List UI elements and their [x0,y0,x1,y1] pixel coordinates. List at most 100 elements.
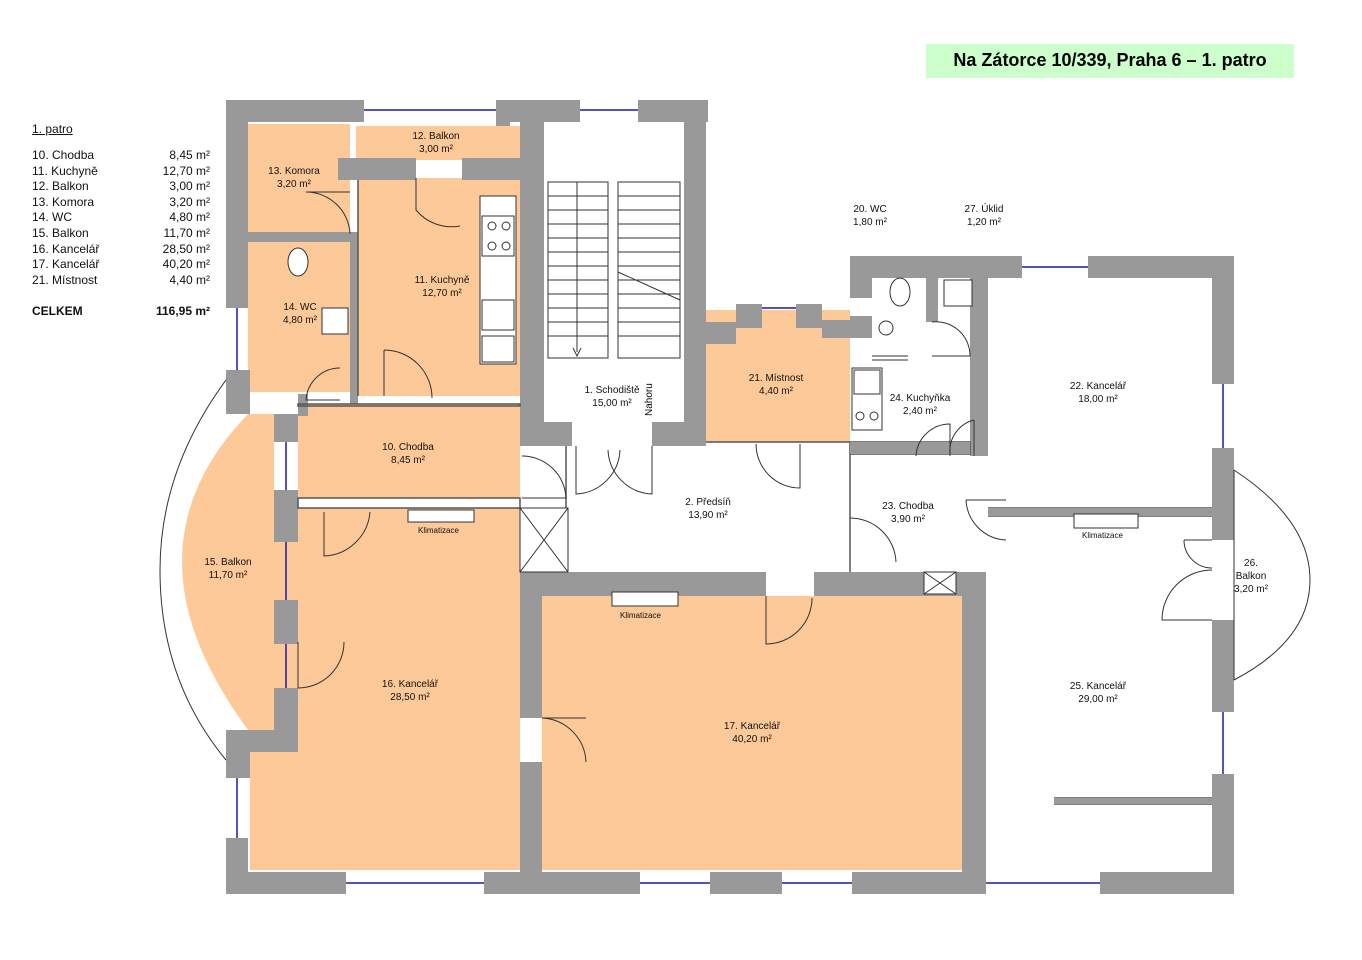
wall [1100,872,1234,894]
partition-walls [850,442,1212,804]
legend-row: 13. Komora 3,20 m² [32,195,222,211]
wall [822,320,852,338]
legend-room-name: 17. Kancelář [32,257,100,272]
title-box: Na Zátorce 10/339, Praha 6 – 1. patro [926,44,1294,78]
wall [248,232,358,242]
legend-room-name: 15. Balkon [32,225,89,240]
wall [484,872,640,894]
legend-heading: 1. patro [32,122,73,136]
legend-room-name: 14. WC [32,210,73,225]
legend-room-area: 4,80 m² [169,210,210,225]
legend-row: 17. Kancelář 40,20 m² [32,257,222,273]
legend-row: 11. Kuchyně 12,70 m² [32,164,222,180]
wall [274,688,298,752]
wall [850,316,872,338]
sink-icon [481,299,515,331]
basin-icon [878,320,894,336]
legend-room-area: 11,70 m² [163,225,210,240]
legend-row: 15. Balkon 11,70 m² [32,226,222,242]
washbasin-icon [321,307,349,335]
wall [970,256,988,456]
page-title: Na Zátorce 10/339, Praha 6 – 1. patro [953,50,1267,70]
wall [1088,256,1234,278]
room-17-fill [542,596,962,870]
wall [962,576,986,894]
legend-total-label: CELKEM [32,304,83,319]
wall [1212,620,1234,712]
legend-total: CELKEM 116,95 m² [32,303,222,319]
wall [1212,774,1234,894]
windows [236,109,1224,884]
toilet-icon [287,247,309,277]
wall [520,762,542,872]
wall [796,304,822,328]
wall [226,100,248,308]
wall [226,100,364,122]
legend-room-name: 13. Komora [32,194,95,209]
legend-total-area: 116,95 m² [155,304,210,319]
staircase [547,181,681,359]
wall [814,572,986,596]
wall [274,600,298,644]
legend-room-area: 3,20 m² [169,194,210,209]
stove-icon [481,215,515,257]
balcony-arcs [159,379,1311,761]
wall [850,256,872,298]
wall [1212,256,1234,384]
toilet-icon [889,277,911,307]
wall [520,100,544,446]
wall [274,490,298,542]
wall [226,872,322,894]
ac-unit [407,509,475,523]
legend-room-area: 40,20 m² [162,257,210,272]
wall [652,422,706,446]
wall [338,158,416,180]
ac-label: Klimatizace [418,526,459,535]
room-10-fill [298,404,520,498]
ac-label: Klimatizace [620,611,661,620]
legend-room-area: 12,70 m² [162,163,210,178]
wall [226,370,250,414]
legend-room-name: 21. Místnost [32,272,98,287]
room-13-fill [248,124,350,232]
walls [226,100,1234,894]
wall [926,256,938,322]
legend-room-name: 16. Kancelář [32,241,100,256]
legend-room-name: 10. Chodba [32,148,95,162]
wall [274,414,298,442]
wall [736,304,762,328]
legend-row: 14. WC 4,80 m² [32,210,222,226]
wall [496,100,510,126]
legend-room-area: 3,00 m² [169,179,210,194]
wall [1212,448,1234,540]
stair-direction-label: Nahoru [644,383,655,416]
legend-room-area: 28,50 m² [162,241,210,256]
ac-unit [611,591,679,607]
fixtures [287,195,1139,607]
wall [710,872,782,894]
legend-room-name: 11. Kuchyně [32,163,98,178]
room-12-fill [356,126,520,160]
